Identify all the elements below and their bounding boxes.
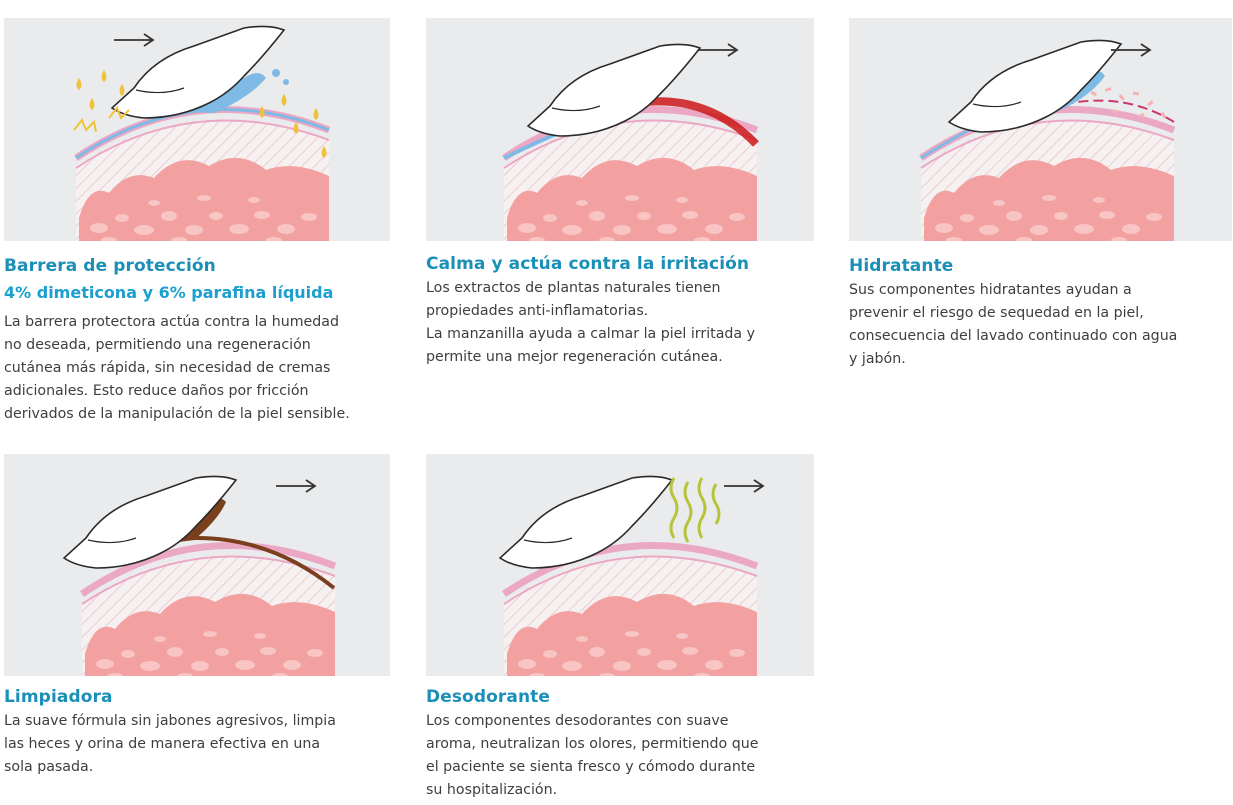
description-line: La manzanilla ayuda a calmar la piel irr… bbox=[426, 326, 756, 342]
description-line: y jabón. bbox=[849, 351, 906, 367]
description-line: Los extractos de plantas naturales tiene… bbox=[426, 280, 721, 296]
skin-deodorant-illustration bbox=[426, 454, 814, 676]
description-line: La suave fórmula sin jabones agresivos, … bbox=[4, 713, 336, 729]
description-line: Sus componentes hidratantes ayudan a bbox=[849, 282, 1132, 298]
description-line: las heces y orina de manera efectiva en … bbox=[4, 736, 321, 752]
description-line: sola pasada. bbox=[4, 759, 94, 775]
card-description: Los componentes desodorantes con suave a… bbox=[426, 710, 758, 802]
card-description: Los extractos de plantas naturales tiene… bbox=[426, 277, 755, 369]
description-line: el paciente se sienta fresco y cómodo du… bbox=[426, 759, 756, 775]
card-title: Limpiadora bbox=[4, 687, 113, 707]
description-line: consecuencia del lavado continuado con a… bbox=[849, 328, 1178, 344]
skin-barrier-illustration bbox=[4, 18, 390, 241]
description-line: La barrera protectora actúa contra la hu… bbox=[4, 314, 339, 330]
description-line: su hospitalización. bbox=[426, 782, 558, 798]
description-line: prevenir el riesgo de sequedad en la pie… bbox=[849, 305, 1144, 321]
card-subtitle: 4% dimeticona y 6% parafina líquida bbox=[4, 283, 334, 302]
description-line: propiedades anti-inflamatorias. bbox=[426, 303, 649, 319]
card-title: Hidratante bbox=[849, 256, 954, 276]
skin-hydration-illustration bbox=[849, 18, 1232, 241]
card-title: Calma y actúa contra la irritación bbox=[426, 254, 750, 274]
card-title: Barrera de protección bbox=[4, 256, 216, 276]
description-line: Los componentes desodorantes con suave bbox=[426, 713, 729, 729]
card-description: La suave fórmula sin jabones agresivos, … bbox=[4, 710, 336, 779]
card-title: Desodorante bbox=[426, 687, 551, 707]
skin-soothing-illustration bbox=[426, 18, 814, 241]
description-line: aroma, neutralizan los olores, permitien… bbox=[426, 736, 759, 752]
description-line: no deseada, permitiendo una regeneración bbox=[4, 337, 311, 353]
card-description: La barrera protectora actúa contra la hu… bbox=[4, 311, 350, 426]
description-line: derivados de la manipulación de la piel … bbox=[4, 406, 350, 422]
skin-cleansing-illustration bbox=[4, 454, 390, 676]
description-line: adicionales. Esto reduce daños por fricc… bbox=[4, 383, 309, 399]
description-line: cutánea más rápida, sin necesidad de cre… bbox=[4, 360, 331, 376]
card-description: Sus componentes hidratantes ayudan a pre… bbox=[849, 279, 1177, 371]
description-line: permite una mejor regeneración cutánea. bbox=[426, 349, 723, 365]
